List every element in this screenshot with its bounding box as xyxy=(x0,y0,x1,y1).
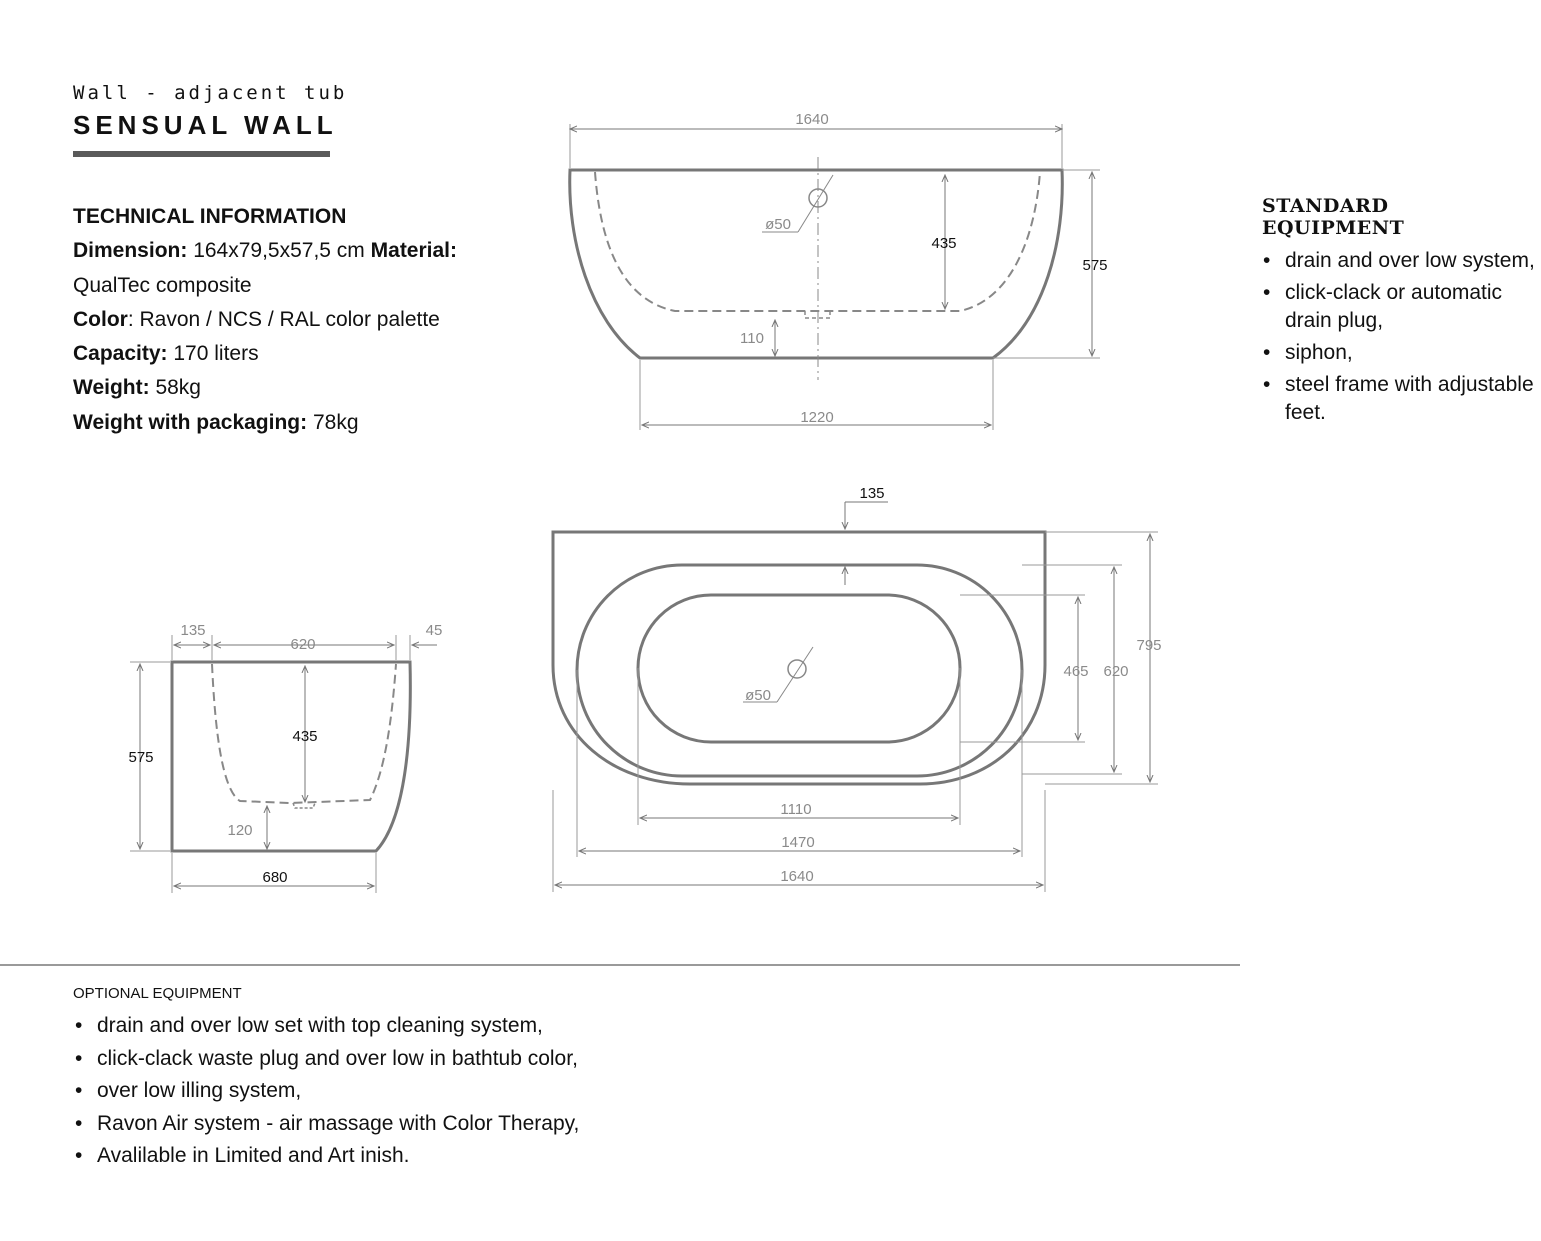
weight-packaging-label: Weight with packaging: xyxy=(73,410,308,434)
section-divider xyxy=(0,964,1240,966)
top-back-wall-label: 135 xyxy=(859,485,884,502)
weight-line: Weight: 58kg xyxy=(73,371,533,405)
list-item: Avalilable in Limited and Art inish. xyxy=(73,1140,773,1173)
top-total-length-label: 1640 xyxy=(780,868,813,885)
front-view-drawing: 1640 575 435 ø50 110 1220 xyxy=(568,111,1108,430)
technical-information: TECHNICAL INFORMATION Dimension: 164x79,… xyxy=(73,200,533,440)
optional-heading: OPTIONAL EQUIPMENT xyxy=(73,985,242,1002)
side-view-drawing: 135 620 45 575 435 120 680 xyxy=(128,622,442,893)
front-base-width-label: 1220 xyxy=(800,409,833,426)
weight-packaging-line: Weight with packaging: 78kg xyxy=(73,406,533,440)
list-item: steel frame with adjustable feet. xyxy=(1262,371,1537,427)
color-line: Color: Ravon / NCS / RAL color palette xyxy=(73,303,533,337)
list-item: siphon, xyxy=(1262,339,1537,367)
list-item: click-clack or automatic drain plug, xyxy=(1262,279,1537,335)
list-item: over low illing system, xyxy=(73,1075,773,1108)
title-underline xyxy=(73,151,330,157)
front-top-width-label: 1640 xyxy=(795,111,828,128)
front-base-height-label: 110 xyxy=(740,330,764,347)
top-outer-shell xyxy=(551,530,1047,786)
side-inner-depth-label: 435 xyxy=(292,728,317,745)
weight-value: 58kg xyxy=(155,376,201,400)
standard-equipment: STANDARD EQUIPMENT drain and over low sy… xyxy=(1262,195,1537,431)
product-title: SENSUAL WALL xyxy=(73,110,338,140)
side-inner-width-label: 620 xyxy=(290,636,315,653)
front-outer-shell xyxy=(568,168,1064,360)
top-rim-length-label: 1470 xyxy=(781,834,814,851)
dimension-label: Dimension: xyxy=(73,239,188,263)
top-rim xyxy=(575,563,1024,778)
side-outer-shell xyxy=(170,660,412,853)
technical-heading: TECHNICAL INFORMATION xyxy=(73,205,347,228)
list-item: drain and over low system, xyxy=(1262,247,1537,275)
material-value: QualTec composite xyxy=(73,273,252,297)
color-value: : Ravon / NCS / RAL color palette xyxy=(127,307,440,331)
side-right-offset-label: 45 xyxy=(426,622,443,639)
side-inner-basin xyxy=(211,663,397,805)
front-drain-label: ø50 xyxy=(765,216,791,233)
color-label: Color xyxy=(73,307,128,331)
side-height-label: 575 xyxy=(128,749,153,766)
top-inner-width-label: 465 xyxy=(1063,663,1088,680)
list-item: Ravon Air system - air massage with Colo… xyxy=(73,1108,773,1141)
standard-list: drain and over low system, click-clack o… xyxy=(1262,247,1537,427)
list-item: click-clack waste plug and over low in b… xyxy=(73,1043,773,1076)
capacity-line: Capacity: 170 liters xyxy=(73,337,533,371)
top-view-drawing: 135 ø50 1110 1470 1640 465 620 795 xyxy=(551,485,1162,892)
capacity-label: Capacity: xyxy=(73,342,168,366)
top-inner-length-label: 1110 xyxy=(780,801,811,818)
optional-list: drain and over low set with top cleaning… xyxy=(73,1010,773,1173)
front-height-label: 575 xyxy=(1082,257,1107,274)
front-inner-depth-label: 435 xyxy=(931,235,956,252)
top-rim-width-label: 620 xyxy=(1103,663,1128,680)
dimension-line: Dimension: 164x79,5x57,5 cm Material: Qu… xyxy=(73,234,533,303)
list-item: drain and over low set with top cleaning… xyxy=(73,1010,773,1043)
weight-label: Weight: xyxy=(73,376,150,400)
weight-packaging-value: 78kg xyxy=(312,410,359,434)
material-label: Material: xyxy=(370,239,457,263)
side-base-height-label: 120 xyxy=(227,822,252,839)
top-total-width-label: 795 xyxy=(1136,637,1161,654)
side-left-offset-label: 135 xyxy=(180,622,205,639)
standard-heading: STANDARD EQUIPMENT xyxy=(1262,195,1405,239)
dimension-value: 164x79,5x57,5 cm xyxy=(193,239,365,263)
top-drain-label: ø50 xyxy=(745,687,771,704)
side-base-width-label: 680 xyxy=(262,869,287,886)
product-subtitle: Wall - adjacent tub xyxy=(73,82,348,104)
optional-equipment: OPTIONAL EQUIPMENT drain and over low se… xyxy=(73,985,773,1173)
capacity-value: 170 liters xyxy=(173,342,259,366)
